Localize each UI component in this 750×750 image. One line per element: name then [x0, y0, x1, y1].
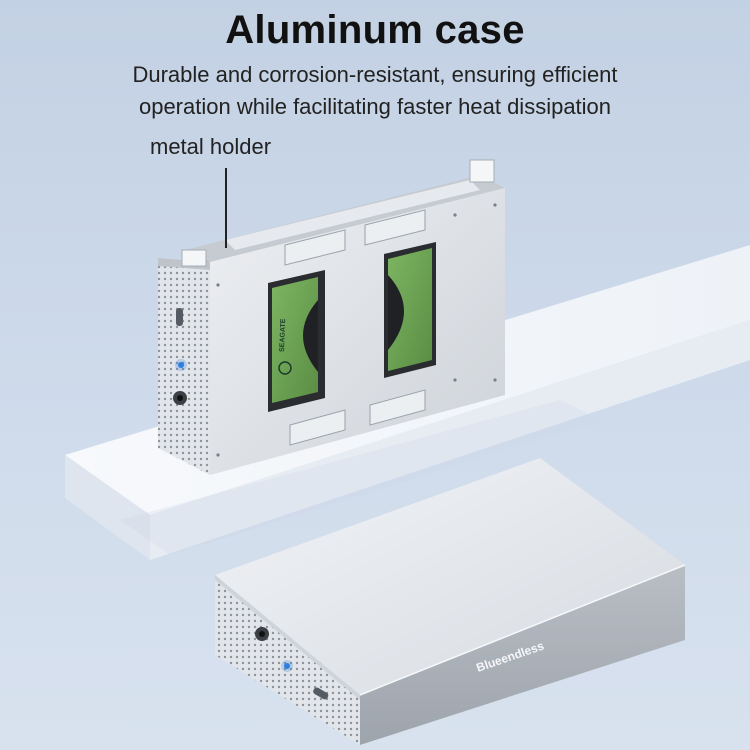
closed-enclosure: Blueendless — [215, 458, 686, 745]
hard-drive-right — [388, 248, 432, 371]
subtitle-line-2: operation while facilitating faster heat… — [138, 94, 612, 119]
metal-holder: SEAGATE — [158, 159, 505, 475]
usb-port-icon — [176, 308, 183, 326]
drive-brand-label: SEAGATE — [279, 318, 287, 352]
seagate-logo-icon — [278, 361, 292, 375]
subtitle-line-1: Durable and corrosion-resistant, ensurin… — [132, 62, 618, 87]
callout-line — [225, 168, 227, 248]
enclosure-status-led-icon — [284, 663, 290, 669]
status-led-icon — [178, 362, 184, 368]
callout-label: metal holder — [150, 134, 272, 159]
headline: Aluminum case — [225, 8, 525, 52]
hard-drive-left: SEAGATE — [272, 277, 318, 403]
enclosure-usb-port-icon — [313, 687, 329, 700]
